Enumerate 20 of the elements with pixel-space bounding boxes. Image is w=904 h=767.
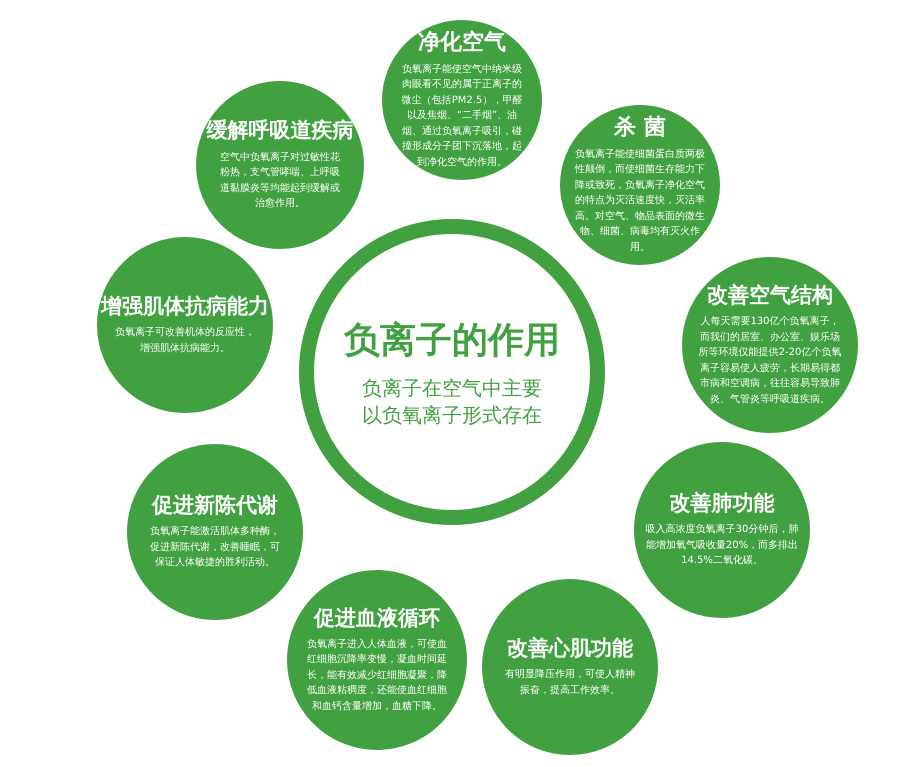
- center-title: 负离子的作用: [344, 318, 560, 362]
- topic-title: 改善心肌功能: [507, 636, 633, 662]
- topic-description: 负氧离子能使空气中纳米级肉眼看不见的属于正离子的微尘（包括PM2.5），甲醛以及焦烟、“二手烟”、油烟、通过负氧离子吸引，碰撞形成分子团下沉落地，起到净化空气的作用。: [400, 62, 524, 170]
- topic-description: 负氧离子进入人体血液，可使血红细胞沉降率变慢，凝血时间延长，能有效减少红细胞凝聚，降低血液粘稠度，还能使血红细胞和血钙含量增加，血糖下降。: [306, 638, 448, 714]
- topic-title: 缓解呼吸道疾病: [206, 118, 354, 144]
- topic-description: 空气中负氧离子对过敏性花粉热，支气管哮喘、上呼吸道黏膜炎等均能起到缓解或治愈作用。: [219, 150, 341, 212]
- topic-description: 吸入高浓度负氧离子30分钟后，肺能增加氧气吸收量20%，而多排出14.5%二氧化碳。: [644, 522, 800, 568]
- topic-title: 改善肺功能: [670, 491, 774, 516]
- topic-description: 有明显降压作用，可使人精神振奋，提高工作效率。: [504, 668, 636, 698]
- topic-description: 人每天需要130亿个负氧离子，而我们的居室、办公室、娱乐场所等环境仅能提供2-20亿个负氧离子容易使人疲劳，长期易得都市病和空调病，往往容易导致肺炎、气管炎等呼吸道疾病。: [698, 314, 842, 407]
- topic-title: 杀 菌: [614, 114, 666, 141]
- topic-title: 改善空气结构: [707, 282, 833, 308]
- topic-title: 增强肌体抗病能力: [101, 294, 269, 320]
- center-subtitle: 负离子在空气中主要以负氧离子形式存在: [361, 374, 543, 428]
- topic-title: 净化空气: [418, 30, 506, 56]
- topic-title: 促进血液循环: [314, 606, 440, 631]
- topic-description: 负氧离子能激活肌体多种酶，促进新陈代谢，改善睡眠，可保证人体敏捷的胜利活动。: [149, 524, 281, 570]
- topic-description: 负氧离子可改善机体的反应性，增强肌体抗病能力。: [115, 326, 255, 356]
- topic-title: 促进新陈代谢: [152, 493, 278, 518]
- topic-description: 负氧离子能使细菌蛋白质两极性颠倒，而使细菌生存能力下降或致死，负氧离子净化空气的特点为灭活速度快，灭活率高。对空气、物品表面的微生物、细菌、病毒均有灭火作用。: [574, 148, 706, 255]
